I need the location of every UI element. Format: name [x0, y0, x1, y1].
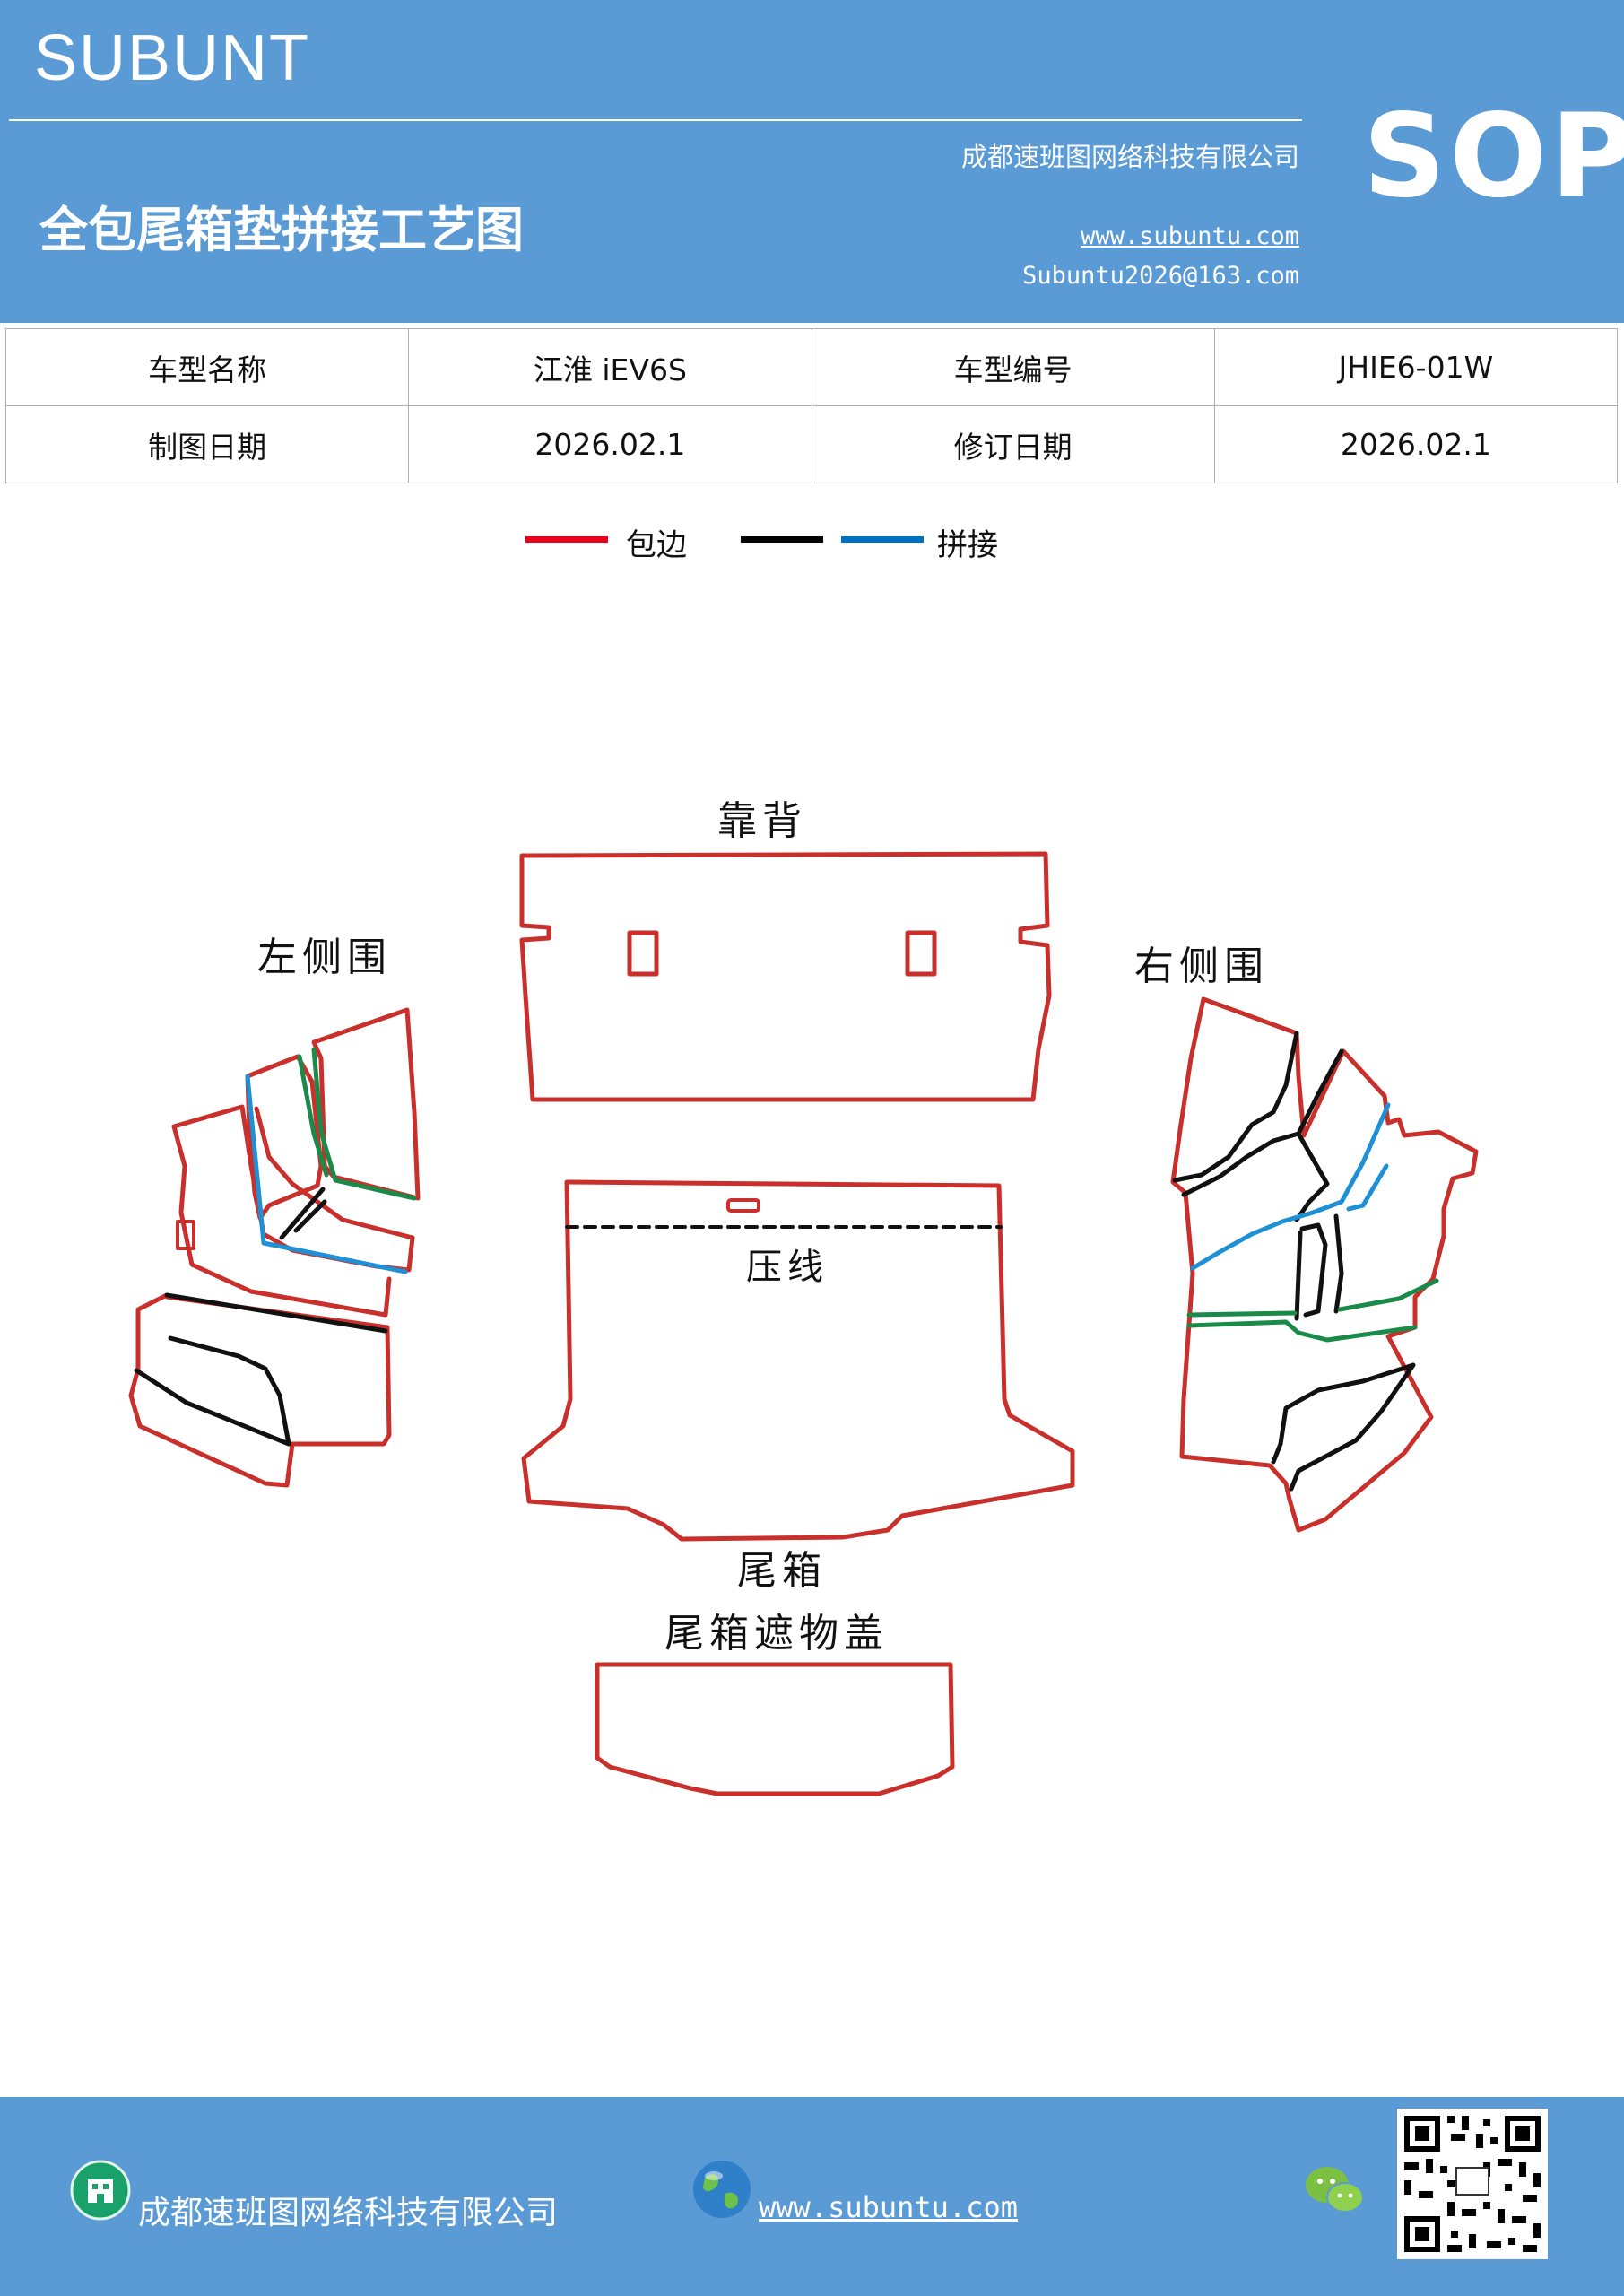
legend: 包边 拼接	[0, 520, 1624, 583]
building-icon	[70, 2160, 131, 2221]
label-backrest: 靠背	[717, 798, 807, 844]
page-title: 全包尾箱垫拼接工艺图	[39, 202, 524, 258]
right-seam-green	[1186, 1278, 1439, 1343]
wechat-icon	[1306, 2167, 1364, 2213]
table-row: 车型名称 江淮 iEV6S 车型编号 JHIE6-01W	[4, 328, 1619, 406]
legend-splice-blue-swatch	[841, 536, 924, 543]
table-row: 制图日期 2026.02.1 修订日期 2026.02.1	[4, 405, 1619, 483]
sop-badge: SOP	[1363, 90, 1624, 223]
left-seam-black-2	[168, 1335, 291, 1447]
left-seam-black-3	[134, 1368, 291, 1447]
label-left-side: 左侧围	[257, 935, 392, 980]
header-email[interactable]: Subuntu2026@163.com	[1022, 262, 1299, 290]
left-seam-black-1	[164, 1292, 388, 1334]
trunk-outline	[521, 1179, 1075, 1542]
legend-hem-label: 包边	[626, 527, 687, 563]
left-panel-lower	[171, 1104, 415, 1318]
model-code-label: 车型编号	[811, 328, 1215, 406]
left-seam-black-4	[279, 1187, 327, 1240]
revise-date-value: 2026.02.1	[1213, 405, 1619, 483]
right-seam-black-2	[1181, 1048, 1344, 1222]
footer-banner: 成都速班图网络科技有限公司 www.subuntu.com	[0, 2097, 1624, 2296]
label-right-side: 右侧围	[1134, 944, 1269, 989]
qr-code[interactable]	[1397, 2109, 1548, 2259]
backrest-outline	[519, 851, 1052, 1102]
label-trunk: 尾箱	[737, 1548, 827, 1594]
legend-hem-swatch	[525, 536, 608, 543]
right-seam-black-3	[1294, 1213, 1344, 1321]
header-website-link[interactable]: www.subuntu.com	[1081, 222, 1299, 250]
trunk-notch	[726, 1198, 760, 1213]
backrest-slot-left	[627, 930, 659, 977]
backrest-slot-right	[905, 930, 937, 977]
label-press-line: 压线	[746, 1247, 829, 1288]
header-banner: SUBUNT 全包尾箱垫拼接工艺图 成都速班图网络科技有限公司 www.subu…	[0, 0, 1624, 323]
right-seam-black-4	[1271, 1362, 1416, 1492]
header-company: 成都速班图网络科技有限公司	[960, 142, 1299, 172]
left-seam-green	[297, 1047, 417, 1201]
model-code-value: JHIE6-01W	[1213, 328, 1619, 406]
left-seam-blue	[245, 1074, 408, 1274]
model-name-value: 江淮 iEV6S	[408, 328, 812, 406]
right-seam-blue	[1190, 1102, 1391, 1271]
right-seam-black-1	[1172, 1031, 1299, 1183]
revise-date-label: 修订日期	[811, 405, 1215, 483]
left-panel-bottom	[128, 1292, 392, 1488]
legend-splice-black-swatch	[741, 536, 823, 543]
info-table: 车型名称 江淮 iEV6S 车型编号 JHIE6-01W 制图日期 2026.0…	[4, 328, 1619, 483]
draw-date-value: 2026.02.1	[408, 405, 812, 483]
model-name-label: 车型名称	[4, 328, 410, 406]
cover-outline	[595, 1662, 955, 1796]
left-panel-tab	[176, 1220, 195, 1250]
brand-name: SUBUNT	[34, 22, 311, 94]
footer-company: 成都速班图网络科技有限公司	[138, 2195, 559, 2231]
header-divider	[9, 119, 1302, 121]
left-panel-top	[311, 1007, 421, 1201]
footer-website-link[interactable]: www.subuntu.com	[759, 2190, 1018, 2224]
draw-date-label: 制图日期	[4, 405, 410, 483]
label-cover: 尾箱遮物盖	[664, 1611, 889, 1657]
legend-splice-label: 拼接	[937, 527, 998, 563]
globe-icon	[693, 2161, 751, 2218]
